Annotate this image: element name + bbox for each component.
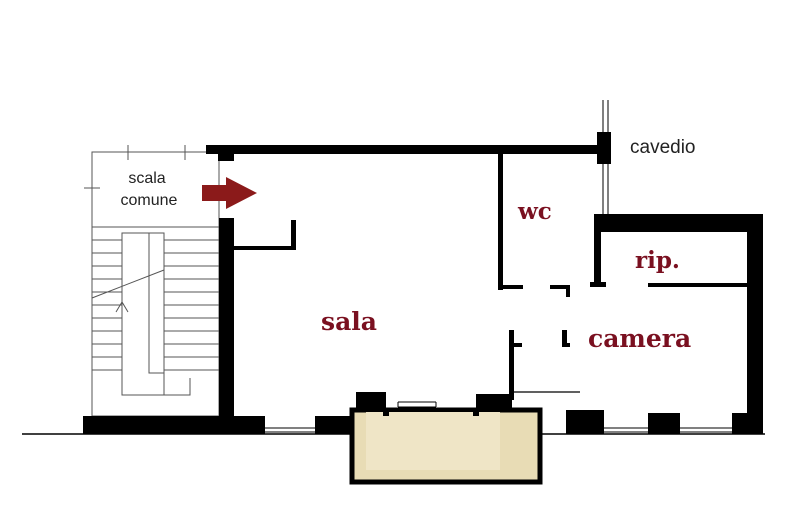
walls bbox=[83, 132, 763, 434]
room-label-rip: rip. bbox=[635, 247, 680, 274]
room-label-wc: wc bbox=[517, 198, 552, 225]
up-arrow-icon bbox=[115, 301, 129, 313]
entry-arrow-icon bbox=[202, 177, 257, 209]
stair-label-line2: comune bbox=[121, 192, 178, 209]
balcony bbox=[349, 407, 543, 485]
room-label-sala: sala bbox=[321, 307, 377, 336]
cavedio-label: cavedio bbox=[630, 137, 696, 158]
windows bbox=[265, 100, 732, 433]
room-label-camera: camera bbox=[588, 324, 691, 353]
stair-label-line1: scala bbox=[128, 170, 165, 187]
